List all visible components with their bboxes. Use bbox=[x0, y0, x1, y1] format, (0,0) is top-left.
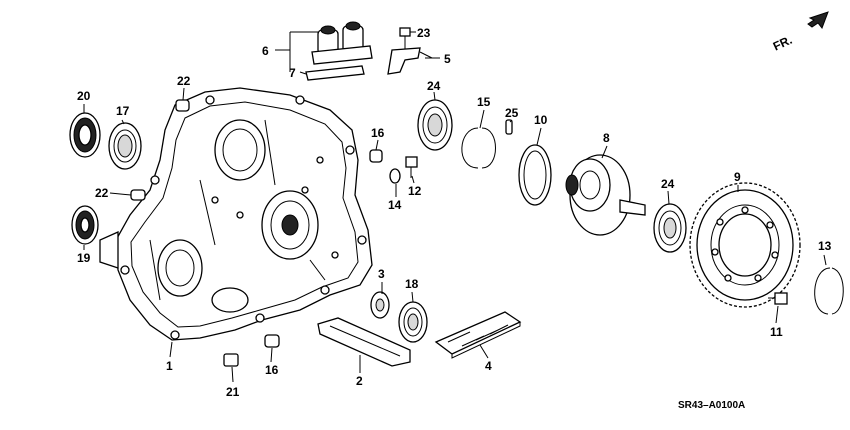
callout-18: 18 bbox=[405, 277, 419, 291]
callout-22-lower: 22 bbox=[95, 186, 109, 200]
final-gear-9[interactable] bbox=[689, 182, 801, 308]
differential-8[interactable] bbox=[565, 154, 646, 236]
snap-ring-13[interactable] bbox=[814, 267, 844, 315]
callout-15: 15 bbox=[477, 95, 491, 109]
transmission-housing[interactable] bbox=[99, 87, 373, 341]
bearing-20[interactable] bbox=[69, 112, 101, 158]
bearing-17[interactable] bbox=[108, 122, 142, 170]
callout-11: 11 bbox=[770, 325, 783, 339]
snap-ring-15[interactable] bbox=[461, 127, 496, 169]
callout-24-upper: 24 bbox=[427, 79, 441, 93]
bolt-11[interactable] bbox=[768, 292, 788, 305]
washer-14[interactable] bbox=[389, 168, 401, 184]
callout-25: 25 bbox=[505, 106, 519, 120]
callout-14: 14 bbox=[388, 198, 402, 212]
callout-8: 8 bbox=[603, 131, 610, 145]
dowel-pin-16-lower[interactable] bbox=[264, 334, 280, 348]
solenoid-assembly-6[interactable] bbox=[311, 21, 373, 65]
plate-2[interactable] bbox=[317, 317, 411, 367]
callout-1: 1 bbox=[166, 359, 173, 373]
callout-24-right: 24 bbox=[661, 177, 675, 191]
callout-9: 9 bbox=[734, 170, 741, 184]
callout-13: 13 bbox=[818, 239, 832, 253]
callout-12: 12 bbox=[408, 184, 422, 198]
callout-4: 4 bbox=[485, 359, 492, 373]
orientation-label: FR. bbox=[771, 33, 794, 54]
front-direction-arrow-icon bbox=[807, 11, 829, 29]
dowel-pin-16-upper[interactable] bbox=[369, 149, 383, 163]
bolt-23[interactable] bbox=[399, 27, 411, 50]
callout-21: 21 bbox=[226, 385, 240, 399]
seal-19[interactable] bbox=[71, 205, 99, 245]
pin-25[interactable] bbox=[505, 119, 513, 135]
callout-16-upper: 16 bbox=[371, 126, 385, 140]
oil-strainer-4[interactable] bbox=[434, 311, 522, 359]
callout-2: 2 bbox=[356, 374, 363, 388]
leader-lines bbox=[83, 31, 827, 383]
bearing-18[interactable] bbox=[398, 301, 428, 343]
sensor-bracket-5[interactable] bbox=[387, 47, 433, 75]
callout-23: 23 bbox=[417, 26, 431, 40]
callout-16-lower: 16 bbox=[265, 363, 279, 377]
callout-22-upper: 22 bbox=[177, 74, 191, 88]
bearing-24-right[interactable] bbox=[653, 203, 687, 253]
dowel-pin-22-upper[interactable] bbox=[175, 99, 190, 112]
gasket-7[interactable] bbox=[305, 65, 365, 81]
callout-5: 5 bbox=[444, 52, 451, 66]
callout-labels: 1 2 3 4 5 6 7 8 9 10 11 12 13 14 15 16 1… bbox=[77, 26, 832, 399]
drain-plug-21[interactable] bbox=[223, 353, 239, 367]
bearing-24-upper[interactable] bbox=[417, 99, 453, 151]
diagram-code: SR43–A0100A bbox=[678, 400, 745, 411]
callout-10: 10 bbox=[534, 113, 548, 127]
washer-3[interactable] bbox=[370, 291, 390, 319]
dowel-pin-22-lower[interactable] bbox=[130, 189, 146, 201]
callout-7: 7 bbox=[289, 66, 296, 80]
callout-19: 19 bbox=[77, 251, 91, 265]
callout-17: 17 bbox=[116, 104, 130, 118]
ring-10[interactable] bbox=[518, 144, 552, 206]
callout-3: 3 bbox=[378, 267, 385, 281]
bolt-12[interactable] bbox=[405, 156, 418, 178]
callout-6: 6 bbox=[262, 44, 269, 58]
callout-20: 20 bbox=[77, 89, 91, 103]
